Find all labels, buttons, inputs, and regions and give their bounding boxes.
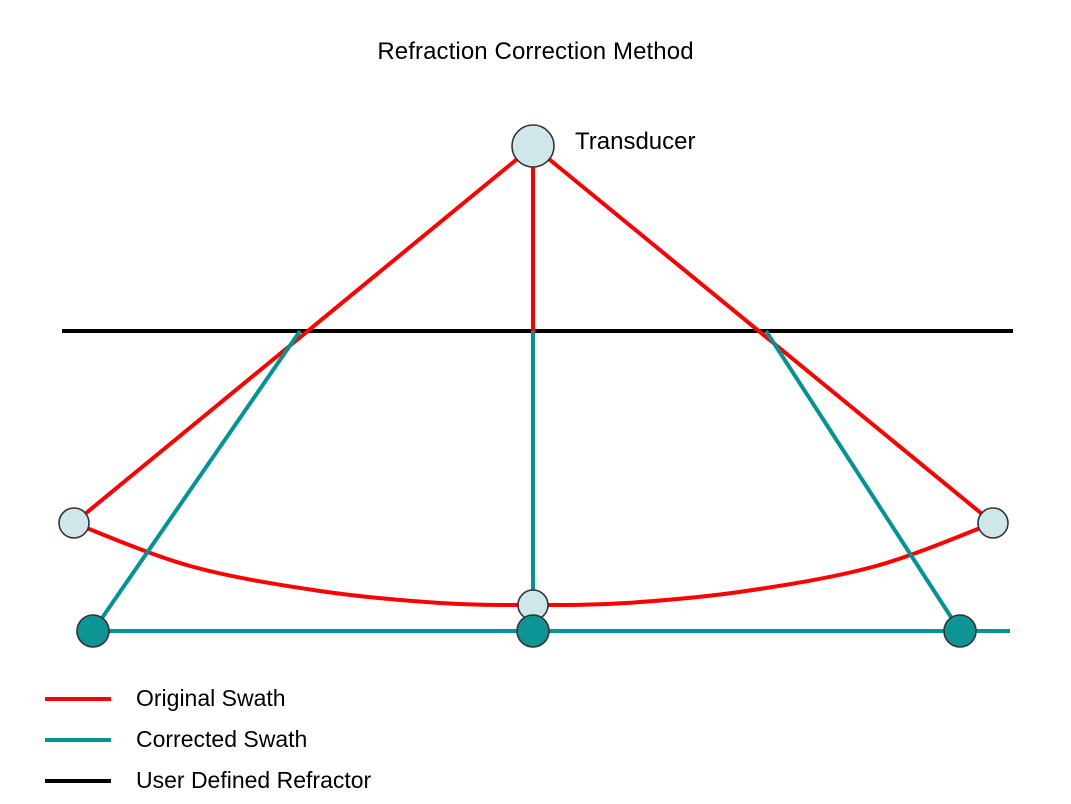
legend-swatch-corrected-swath xyxy=(45,738,111,742)
legend-item-original-swath[interactable]: Original Swath xyxy=(45,682,565,723)
legend-label-user-defined-refractor: User Defined Refractor xyxy=(136,767,372,793)
right-ray xyxy=(531,144,995,525)
legend-label-original-swath: Original Swath xyxy=(136,685,286,711)
legend-item-corrected-swath[interactable]: Corrected Swath xyxy=(45,723,565,764)
corrected-node-center[interactable] xyxy=(516,614,550,648)
corrected-node-left[interactable] xyxy=(76,614,110,648)
page-title: Refraction Correction Method xyxy=(377,38,694,65)
original-node-left[interactable] xyxy=(58,507,90,539)
legend-swatch-original-swath xyxy=(45,697,111,701)
legend-swatch-user-defined-refractor xyxy=(45,779,111,783)
series-layer xyxy=(62,144,1013,633)
legend-label-corrected-swath: Corrected Swath xyxy=(136,726,308,752)
left-ray xyxy=(72,144,535,525)
original-node-right[interactable] xyxy=(977,507,1009,539)
node-layer xyxy=(58,124,1009,648)
transducer-label: Transducer xyxy=(575,128,696,155)
legend-item-user-defined-refractor[interactable]: User Defined Refractor xyxy=(45,764,565,804)
right-refracted-ray xyxy=(764,329,962,633)
left-refracted-ray xyxy=(91,329,302,633)
legend: Original Swath Corrected Swath User Defi… xyxy=(45,682,565,804)
transducer[interactable] xyxy=(511,124,555,168)
corrected-node-right[interactable] xyxy=(943,614,977,648)
